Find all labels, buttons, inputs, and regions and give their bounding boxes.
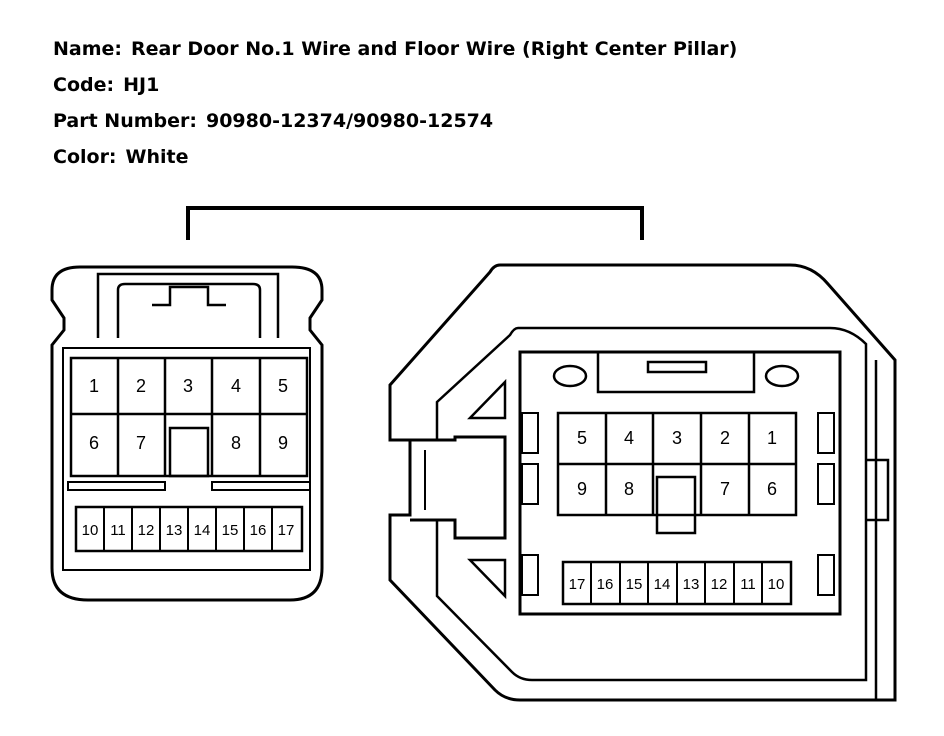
right-pin-label: 7 xyxy=(720,479,730,499)
left-latch-tab xyxy=(152,285,226,307)
code-line: Code: HJ1 xyxy=(53,72,737,108)
right-pin-label: 5 xyxy=(577,428,587,448)
left-separator-bar xyxy=(67,481,166,491)
name-line: Name: Rear Door No.1 Wire and Floor Wire … xyxy=(53,36,737,72)
left-pin-label: 14 xyxy=(194,522,211,539)
color-value: White xyxy=(125,146,189,168)
left-latch-outline xyxy=(96,272,280,338)
left-connector: 1 2 3 4 5 6 7 8 9 10 11 12 13 14 15 16 1… xyxy=(50,265,324,602)
left-pin-label: 15 xyxy=(222,522,239,539)
left-pin-label: 10 xyxy=(82,522,99,539)
right-pin-label: 8 xyxy=(624,479,634,499)
right-pin-label: 17 xyxy=(569,576,586,593)
right-pin-label: 3 xyxy=(672,428,682,448)
right-mount-hole xyxy=(552,364,588,388)
right-side-slot xyxy=(817,463,835,505)
right-side-slot xyxy=(817,554,835,596)
part-number-line: Part Number: 90980-12374/90980-12574 xyxy=(53,108,737,144)
right-side-slot xyxy=(521,412,539,454)
left-pin-label: 17 xyxy=(278,522,295,539)
part-number-value: 90980-12374/90980-12574 xyxy=(205,110,494,132)
left-pin-label: 11 xyxy=(110,522,126,539)
right-pin-label: 11 xyxy=(740,576,756,593)
left-pin-label: 1 xyxy=(89,376,99,396)
right-connector: 5 4 3 2 1 9 8 7 6 17 16 15 14 13 12 11 1… xyxy=(388,263,897,702)
right-housing-inner-wall xyxy=(435,326,868,682)
left-center-lock xyxy=(168,426,210,478)
right-connector-housing xyxy=(388,263,897,702)
mating-bracket xyxy=(186,206,644,240)
left-pin-label: 3 xyxy=(183,376,193,396)
right-cavity xyxy=(518,350,842,616)
right-pin-label: 10 xyxy=(768,576,785,593)
connector-info: Name: Rear Door No.1 Wire and Floor Wire … xyxy=(53,36,737,180)
right-side-slot xyxy=(521,463,539,505)
color-line: Color: White xyxy=(53,144,737,180)
left-pin-label: 6 xyxy=(89,433,99,453)
left-pin-label: 4 xyxy=(231,376,241,396)
right-pin-label: 13 xyxy=(683,576,700,593)
name-label: Name: xyxy=(53,38,123,60)
right-top-lock-tab xyxy=(646,360,708,374)
left-pin-label: 12 xyxy=(138,522,155,539)
right-pin-label: 6 xyxy=(767,479,777,499)
right-pin-label: 4 xyxy=(624,428,634,448)
left-cavity xyxy=(62,347,311,571)
color-label: Color: xyxy=(53,146,117,168)
left-pin-label: 2 xyxy=(136,376,146,396)
right-side-slot xyxy=(521,554,539,596)
code-value: HJ1 xyxy=(123,74,160,96)
name-value: Rear Door No.1 Wire and Floor Wire (Righ… xyxy=(131,38,738,60)
right-side-notch xyxy=(866,458,890,522)
left-separator-bar xyxy=(211,481,311,491)
code-label: Code: xyxy=(53,74,115,96)
left-latch-inner xyxy=(116,282,262,338)
left-pin-label: 9 xyxy=(278,433,288,453)
left-pin-label: 13 xyxy=(166,522,183,539)
right-pin-label: 9 xyxy=(577,479,587,499)
left-connector-housing xyxy=(50,265,324,602)
right-pin-label: 12 xyxy=(711,576,728,593)
right-side-latch xyxy=(410,435,507,540)
right-pin-label: 1 xyxy=(767,428,777,448)
right-pin-label: 2 xyxy=(720,428,730,448)
right-guide-triangle xyxy=(467,378,507,420)
right-mount-hole xyxy=(764,364,800,388)
left-pin-label: 7 xyxy=(136,433,146,453)
left-pin-label: 16 xyxy=(250,522,267,539)
right-guide-triangle xyxy=(467,558,507,600)
right-side-slot xyxy=(817,412,835,454)
part-number-label: Part Number: xyxy=(53,110,197,132)
left-pin-label: 8 xyxy=(231,433,241,453)
right-center-lock xyxy=(655,475,697,535)
right-top-lock xyxy=(596,352,756,394)
right-pin-label: 16 xyxy=(597,576,614,593)
right-pin-label: 15 xyxy=(626,576,643,593)
left-pin-label: 5 xyxy=(278,376,288,396)
right-pin-label: 14 xyxy=(654,576,671,593)
